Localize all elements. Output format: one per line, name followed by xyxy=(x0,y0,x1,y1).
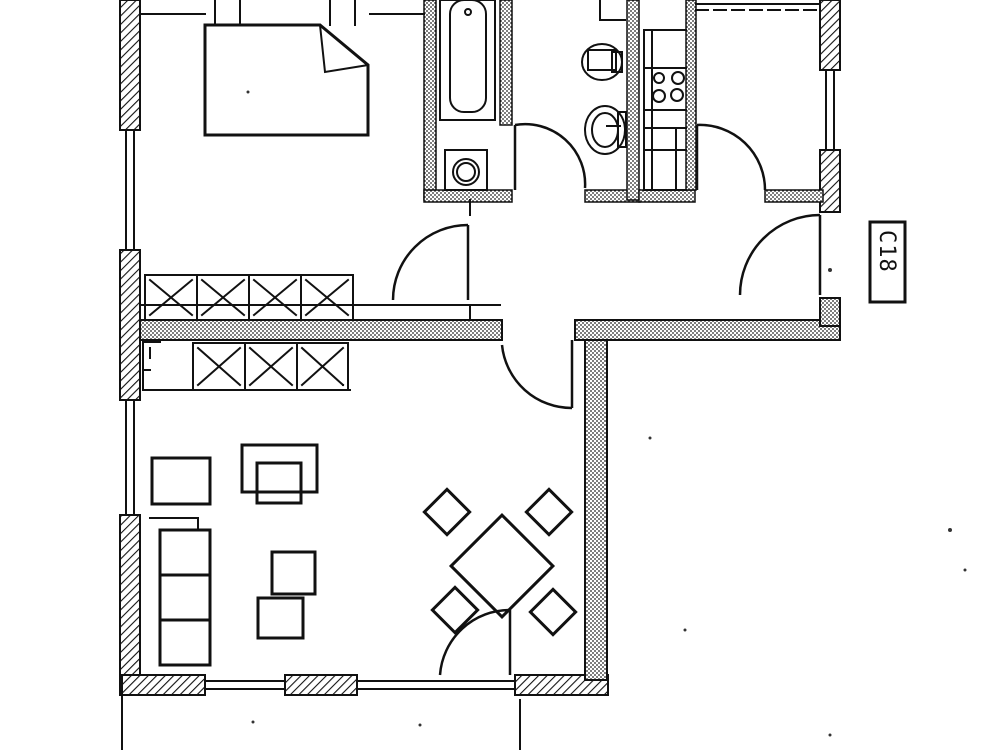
dining-table xyxy=(422,487,578,637)
coffee-table xyxy=(256,550,317,640)
bed xyxy=(203,0,370,137)
scan-specks xyxy=(246,90,967,737)
doors xyxy=(391,122,822,676)
windows xyxy=(125,69,835,690)
exterior-walls xyxy=(119,0,841,696)
wardrobe-top xyxy=(144,274,354,321)
interior-walls xyxy=(139,0,841,681)
wardrobe-bottom xyxy=(192,342,349,391)
sofa xyxy=(149,517,212,667)
toilet-icon xyxy=(581,43,623,81)
washing-machine-icon xyxy=(444,149,488,191)
armchair-right xyxy=(240,443,319,505)
armchair-left xyxy=(150,456,212,506)
unit-label: C18 xyxy=(868,220,907,304)
bathtub-icon xyxy=(439,0,496,121)
stove-icon xyxy=(652,71,685,103)
kitchen-counter xyxy=(643,29,687,191)
unit-label-text: C18 xyxy=(874,230,899,273)
sink-icon xyxy=(584,105,627,155)
partition-lines xyxy=(121,0,821,750)
